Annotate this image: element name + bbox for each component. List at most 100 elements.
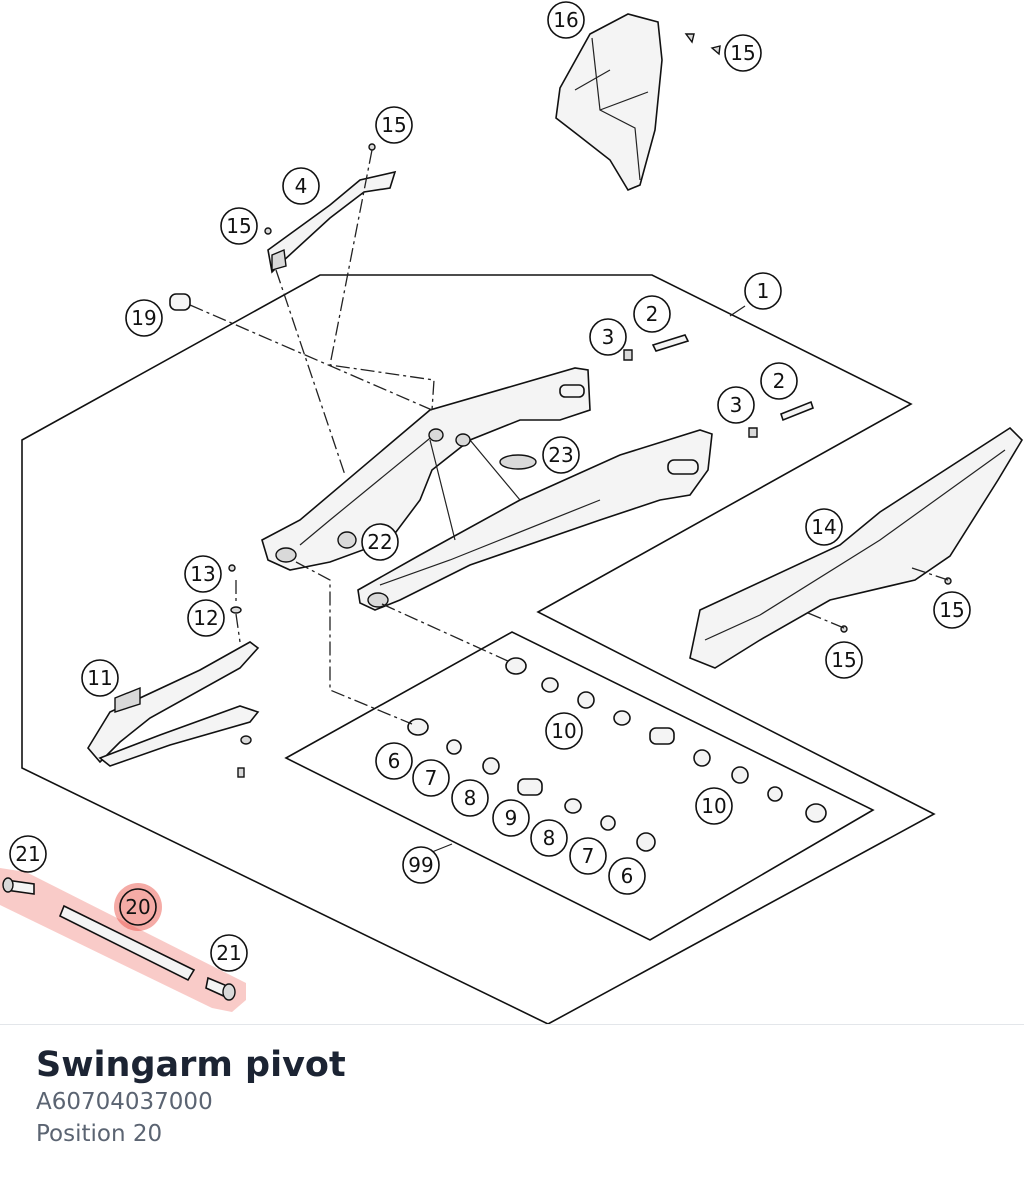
callout-6[interactable]: 6 [608, 857, 646, 895]
callout-number: 6 [621, 864, 634, 888]
callout-number: 2 [773, 369, 786, 393]
callout-1[interactable]: 1 [744, 272, 782, 310]
callout-circle [760, 362, 798, 400]
callout-circle [805, 508, 843, 546]
callout-circle [695, 787, 733, 825]
callout-circle [375, 742, 413, 780]
callout-14[interactable]: 14 [805, 508, 843, 546]
part-info-panel: Swingarm pivot A60704037000 Position 20 [0, 1024, 1024, 1178]
callout-number: 12 [193, 606, 218, 630]
callout-21[interactable]: 21 [210, 934, 248, 972]
callout-10[interactable]: 10 [545, 712, 583, 750]
callout-number: 21 [15, 842, 40, 866]
callout-number: 3 [602, 325, 615, 349]
callout-circle [220, 207, 258, 245]
assembly-1-outline [21, 274, 936, 1024]
callout-number: 21 [216, 941, 241, 965]
callout-circle [608, 857, 646, 895]
callout-number: 3 [730, 393, 743, 417]
callout-15[interactable]: 15 [724, 34, 762, 72]
callout-6[interactable]: 6 [375, 742, 413, 780]
callout-circle [724, 34, 762, 72]
callout-22[interactable]: 22 [361, 523, 399, 561]
callout-10[interactable]: 10 [695, 787, 733, 825]
callout-circle [492, 799, 530, 837]
callout-7[interactable]: 7 [569, 837, 607, 875]
spacer-part [169, 293, 191, 311]
pivot-shaft-parts [2, 877, 236, 1001]
callout-8[interactable]: 8 [451, 779, 489, 817]
callout-number: 15 [831, 648, 856, 672]
callout-99[interactable]: 99 [402, 846, 440, 884]
callout-15[interactable]: 15 [220, 207, 258, 245]
callout-circle [361, 523, 399, 561]
callout-number: 7 [582, 844, 595, 868]
callout-number: 11 [87, 666, 112, 690]
callout-number: 7 [425, 766, 438, 790]
callout-circle [119, 888, 157, 926]
callout-2[interactable]: 2 [633, 295, 671, 333]
callout-number: 20 [125, 895, 150, 919]
callout-number: 8 [543, 826, 556, 850]
callout-21[interactable]: 21 [9, 835, 47, 873]
callout-8[interactable]: 8 [530, 819, 568, 857]
callout-number: 15 [939, 598, 964, 622]
assembly-99-outline [284, 631, 875, 941]
callout-circle [569, 837, 607, 875]
chain-slider-part [87, 564, 260, 778]
callout-circle [187, 599, 225, 637]
callout-circle [184, 555, 222, 593]
part-position: Position 20 [36, 1121, 163, 1147]
callout-16[interactable]: 16 [547, 1, 585, 39]
callout-number: 10 [551, 719, 576, 743]
callout-circle [9, 835, 47, 873]
callout-number: 15 [381, 113, 406, 137]
callout-number: 99 [408, 853, 433, 877]
chain-guard-part [689, 426, 1024, 669]
callout-circle [825, 641, 863, 679]
callout-circle [402, 846, 440, 884]
callout-15[interactable]: 15 [825, 641, 863, 679]
callout-3[interactable]: 3 [717, 386, 755, 424]
callout-number: 23 [548, 443, 573, 467]
callout-number: 9 [505, 806, 518, 830]
callout-number: 15 [226, 214, 251, 238]
callout-15[interactable]: 15 [933, 591, 971, 629]
callout-13[interactable]: 13 [184, 555, 222, 593]
callout-circle [744, 272, 782, 310]
callout-12[interactable]: 12 [187, 599, 225, 637]
callout-number: 1 [757, 279, 770, 303]
callout-circle [633, 295, 671, 333]
callout-circle [547, 1, 585, 39]
callout-circle [282, 167, 320, 205]
callout-circle [412, 759, 450, 797]
callout-23[interactable]: 23 [542, 436, 580, 474]
callout-circle [375, 106, 413, 144]
callout-9[interactable]: 9 [492, 799, 530, 837]
callout-circle [717, 386, 755, 424]
part-number: A60704037000 [36, 1089, 213, 1115]
callout-7[interactable]: 7 [412, 759, 450, 797]
callout-circle [589, 318, 627, 356]
callout-20[interactable]: 20 [119, 888, 157, 926]
callout-number: 14 [811, 515, 836, 539]
callout-number: 15 [730, 41, 755, 65]
callout-2[interactable]: 2 [760, 362, 798, 400]
swingarm-part [261, 334, 814, 611]
callout-3[interactable]: 3 [589, 318, 627, 356]
callout-number: 13 [190, 562, 215, 586]
callout-circle [542, 436, 580, 474]
callout-number: 22 [367, 530, 392, 554]
callout-11[interactable]: 11 [81, 659, 119, 697]
leader-lines [431, 305, 746, 853]
callout-number: 8 [464, 786, 477, 810]
callout-15[interactable]: 15 [375, 106, 413, 144]
callout-circle [81, 659, 119, 697]
callout-4[interactable]: 4 [282, 167, 320, 205]
callout-number: 2 [646, 302, 659, 326]
callout-19[interactable]: 19 [125, 299, 163, 337]
callout-number: 19 [131, 306, 156, 330]
callout-circle [933, 591, 971, 629]
callout-number: 16 [553, 8, 578, 32]
